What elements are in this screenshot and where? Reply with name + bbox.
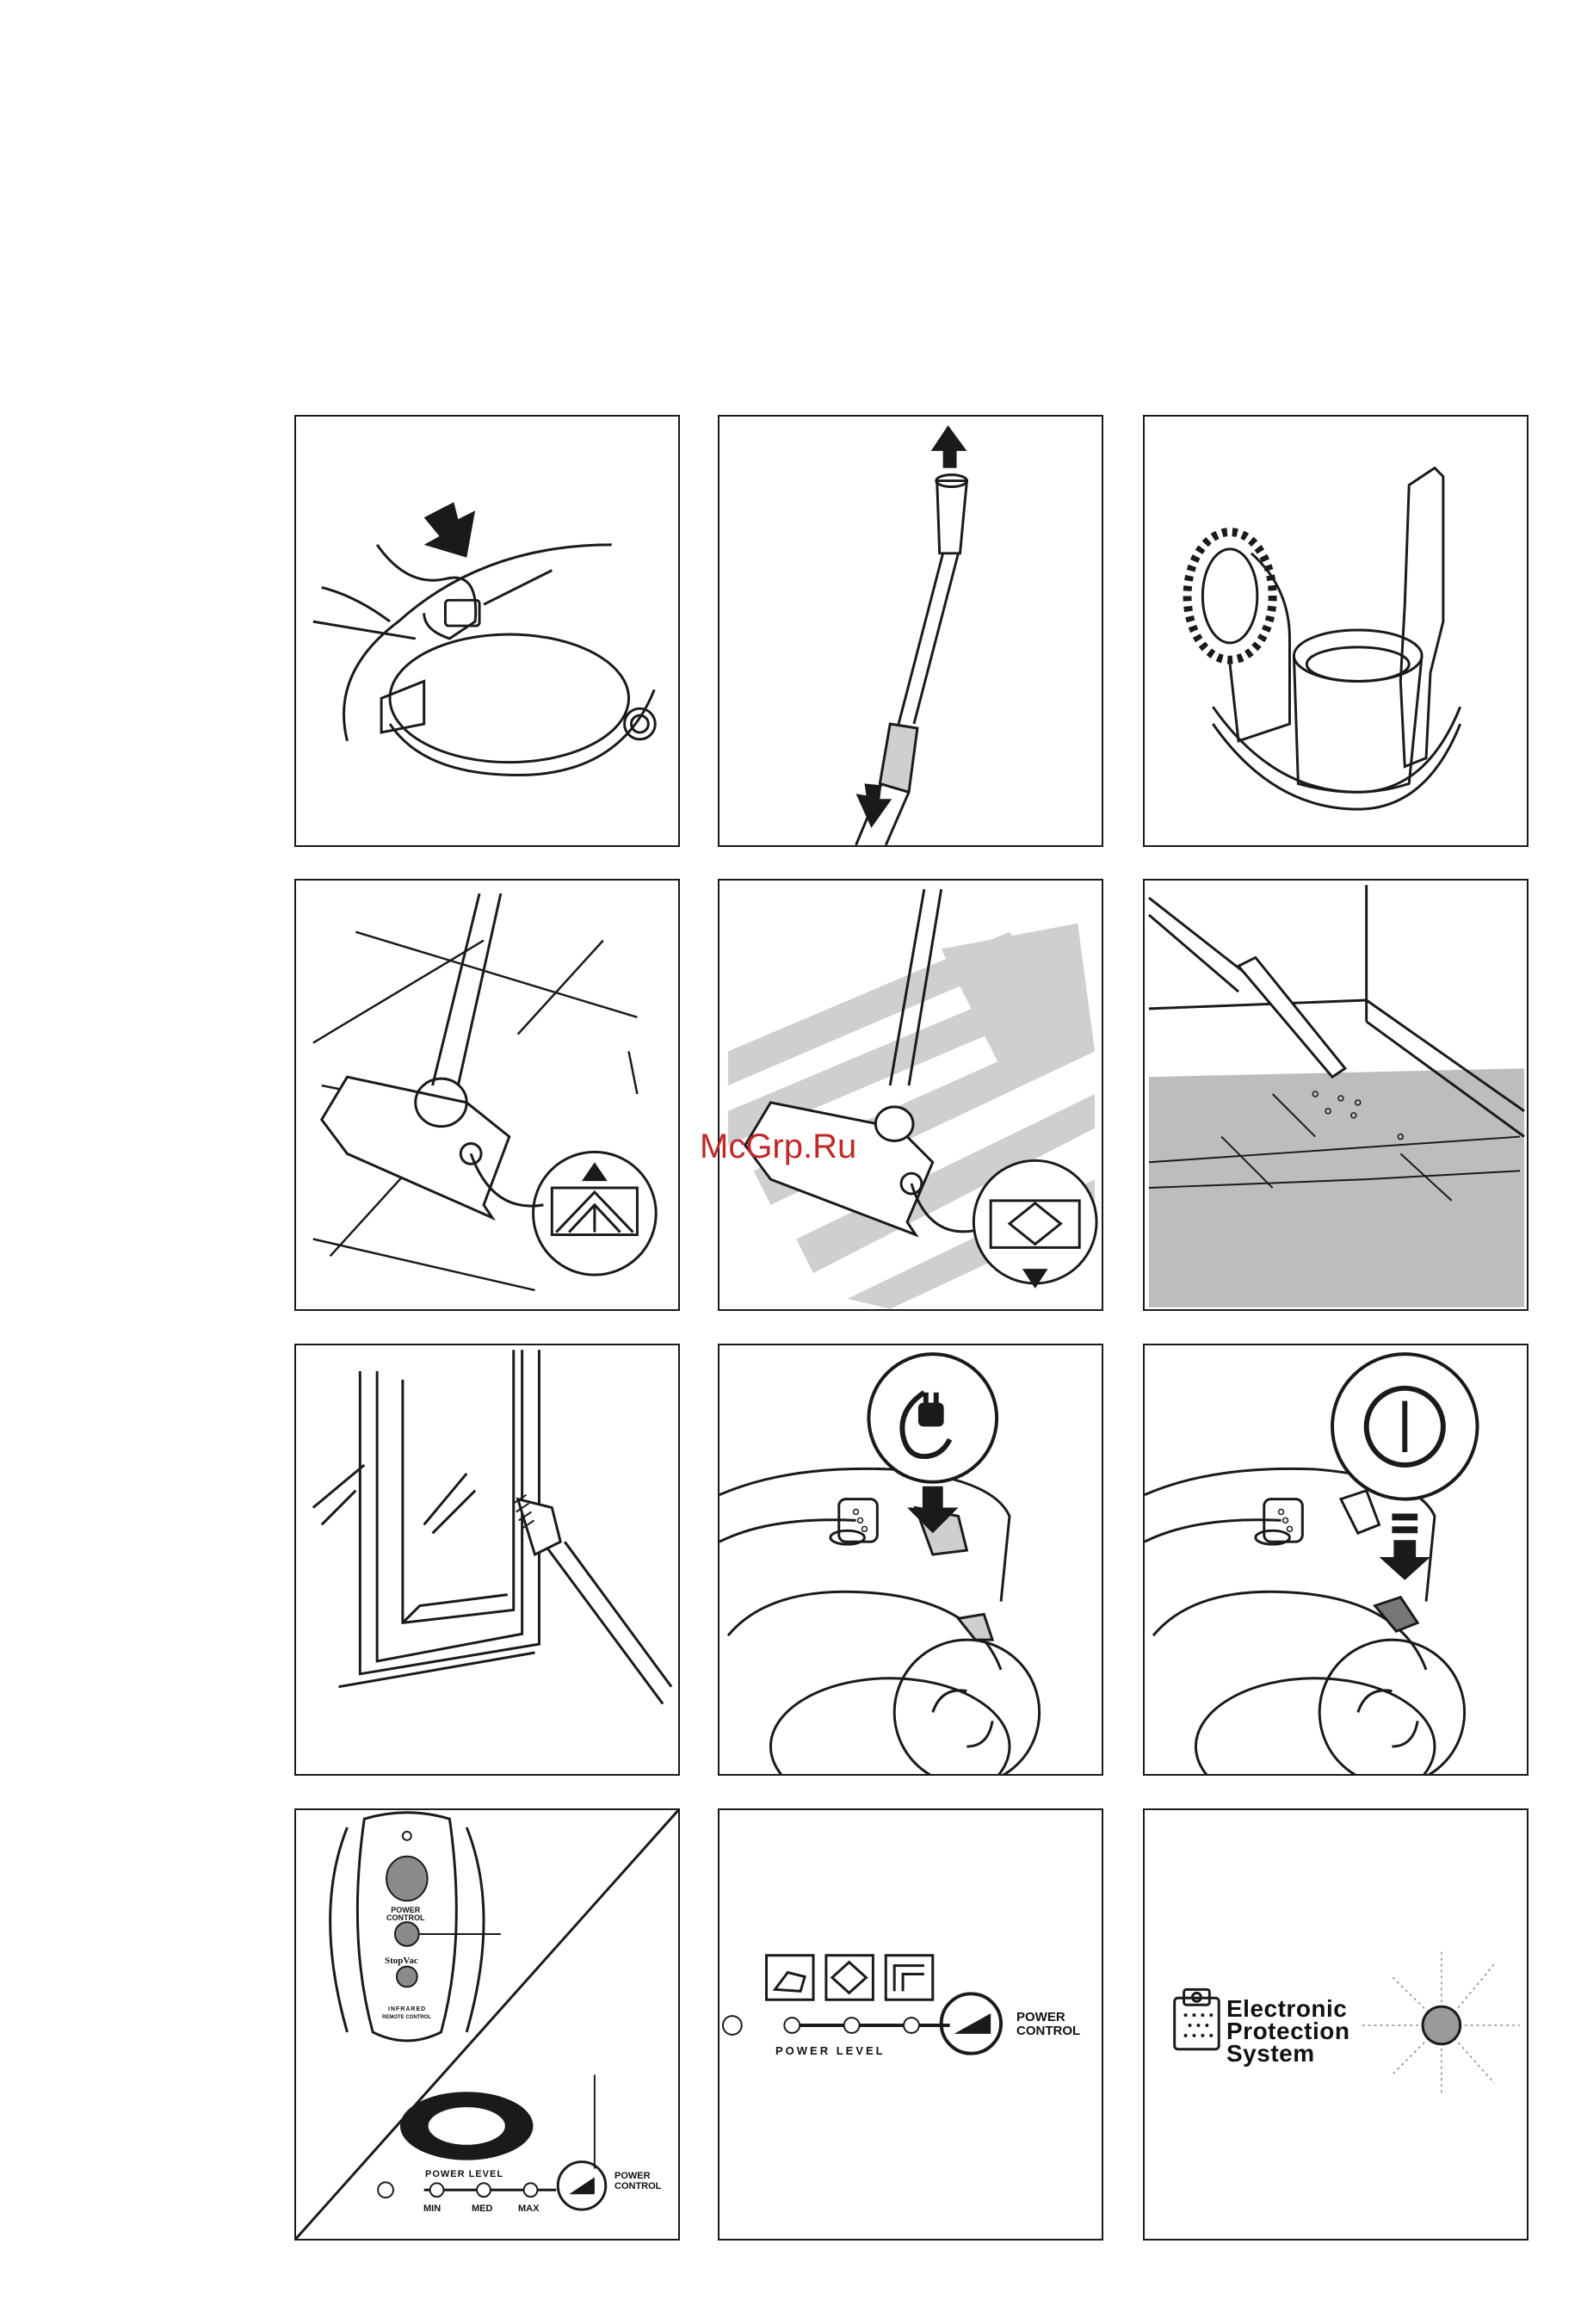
eps-label: Electronic Protection System	[1226, 1998, 1349, 2064]
brush-window-illustration	[296, 1345, 678, 1774]
down-arrow-icon	[1380, 1540, 1430, 1580]
carpet-panel	[718, 879, 1103, 1311]
remote-control-panel: POWER CONTROL StopVac INFRARED REMOTE CO…	[294, 1808, 680, 2241]
open-lid-illustration	[296, 417, 678, 845]
power-level-panel: POWER LEVEL POWER CONTROL	[718, 1808, 1103, 2241]
level-med-label: MED	[472, 2204, 492, 2214]
cord-rewind-illustration	[719, 1345, 1102, 1774]
eps-panel: Electronic Protection System	[1143, 1808, 1529, 2241]
step-open-lid-panel	[294, 415, 680, 847]
power-control-dial	[942, 1993, 1001, 2053]
down-arrow-icon	[856, 783, 892, 828]
crevice-tool-illustration	[1145, 881, 1527, 1309]
hard-floor-symbol-icon	[886, 1956, 933, 2000]
nozzle-hard-floor-illustration	[296, 881, 678, 1309]
remote-infrared-label: INFRARED	[388, 2006, 426, 2012]
accessories-panel	[1143, 415, 1529, 847]
hard-floor-symbol-icon	[552, 1162, 637, 1234]
nozzle-carpet-illustration	[719, 881, 1102, 1309]
plug-panel	[718, 1344, 1103, 1776]
up-arrow-icon	[931, 425, 967, 468]
hard-floor-panel	[294, 879, 680, 1311]
step-tube-panel	[718, 415, 1103, 847]
level-min-label: MIN	[423, 2204, 441, 2214]
power-level-label: POWER LEVEL	[775, 2045, 886, 2056]
level-max-label: MAX	[518, 2204, 539, 2214]
remote-stopvac-label: StopVac	[385, 1956, 418, 1966]
crevice-panel	[1143, 879, 1529, 1311]
power-control-button[interactable]	[386, 1857, 428, 1901]
switch-panel	[1143, 1344, 1529, 1776]
telescopic-tube-illustration	[719, 417, 1102, 845]
power-control-dial	[395, 1922, 419, 1946]
on-off-illustration	[1145, 1345, 1527, 1774]
remote-power-control-side-label: POWER CONTROL	[614, 2172, 661, 2191]
eps-indicator-light	[1423, 2006, 1461, 2044]
watermark: McGrp.Ru	[700, 1128, 856, 1166]
remote-control-label: REMOTE CONTROL	[382, 2015, 431, 2020]
down-arrow-icon	[424, 502, 475, 557]
accessories-illustration	[1145, 417, 1527, 845]
upholstery-symbol-icon	[767, 1956, 814, 2000]
stopvac-button[interactable]	[397, 1967, 417, 1987]
remote-power-level-label: POWER LEVEL	[425, 2170, 503, 2179]
brush-panel	[294, 1344, 680, 1776]
filter-icon	[1175, 1989, 1220, 2049]
power-control-label: POWER CONTROL	[1016, 2011, 1080, 2038]
remote-power-control-label: POWER CONTROL	[386, 1907, 425, 1923]
